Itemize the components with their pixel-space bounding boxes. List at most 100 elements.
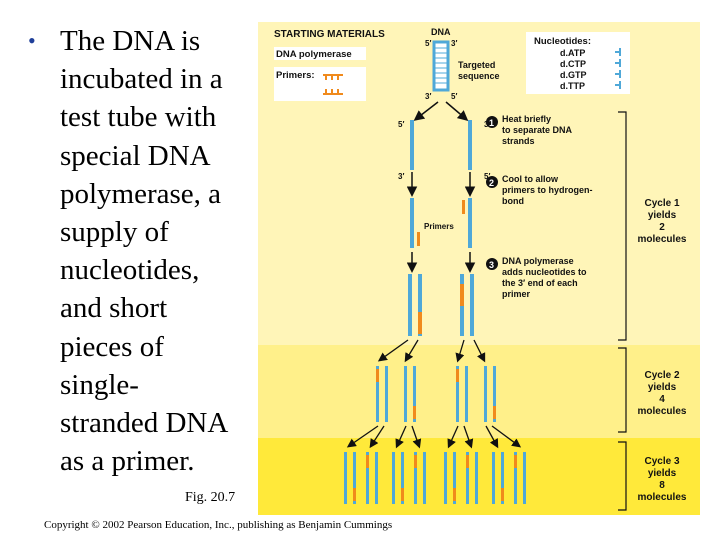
cycle-1-molecule-right (460, 274, 474, 336)
arrow-split-left (413, 101, 439, 121)
strand-right-single (468, 120, 472, 170)
cycle-3-label-line-1: Cycle 3 (644, 456, 679, 467)
strand-right-5prime: 5′ (484, 172, 490, 181)
dna-polymerase-box (274, 47, 366, 60)
cycle-1-label-line-3: 2 (659, 222, 665, 233)
cycle-1-label-line-1: Cycle 1 (644, 198, 679, 209)
cycle-2-label-line-1: Cycle 2 (644, 370, 679, 381)
cycle-3-label-line-4: molecules (638, 492, 687, 503)
nucleotides-box (526, 32, 630, 94)
bullet-text: The DNA is incubated in a test tube with… (60, 25, 229, 478)
strand-left-single (410, 120, 414, 170)
step-3-badge (486, 258, 498, 270)
nucleotides-title: Nucleotides: (534, 36, 591, 47)
strand-right-with-primer (468, 198, 472, 248)
step-2-line-2: primers to hydrogen- (502, 185, 593, 195)
targeted-sequence-label-2: sequence (458, 71, 500, 81)
step-2-number: 2 (489, 178, 494, 188)
cycle-2-band (258, 345, 700, 438)
strand-left-3prime: 3′ (398, 172, 404, 181)
cycle-3-band (258, 438, 700, 515)
nucleotide-dgtp: d.GTP (560, 70, 587, 80)
step-2-line-1: Cool to allow (502, 174, 559, 184)
cycle-2-label-line-4: molecules (638, 406, 687, 417)
bullet-dot-icon: • (28, 28, 36, 53)
dna-bottom-3prime: 3′ (425, 92, 431, 101)
cycle-3-molecule-5 (444, 452, 456, 504)
step-2-line-3: bond (502, 196, 524, 206)
arrow-split-right (445, 101, 469, 121)
arrow-cycle2-1 (377, 339, 409, 362)
arrow-cycle3-1 (346, 425, 379, 448)
step-3-line-3: the 3′ end of each (502, 278, 578, 288)
cycle-1-molecule-left (408, 274, 422, 336)
dna-top-3prime: 3′ (451, 39, 457, 48)
primer-left (417, 232, 420, 246)
arrow-cycle3-4 (411, 425, 422, 449)
copyright-notice: Copyright © 2002 Pearson Education, Inc.… (44, 519, 393, 531)
dna-polymerase-label: DNA polymerase (276, 49, 352, 60)
pcr-diagram: STARTING MATERIALS DNA polymerase Primer… (258, 22, 700, 515)
arrow-cycle3-5 (447, 425, 459, 449)
primer-right (462, 200, 465, 214)
arrow-cycle2-3 (455, 339, 465, 363)
cycle-3-molecules (344, 425, 526, 504)
dna-rungs (435, 47, 447, 84)
arrow-cycle3-3 (395, 425, 407, 449)
cycle-2-molecule-3 (456, 366, 468, 422)
cycle-2-molecule-4 (484, 366, 496, 422)
step-1-line-2: to separate DNA (502, 125, 573, 135)
nucleotide-dctp: d.CTP (560, 59, 586, 69)
figure-label: Fig. 20.7 (185, 490, 236, 505)
arrow-cycle3-8 (491, 425, 522, 448)
arrow-cycle2-2 (404, 339, 419, 363)
primer-icon-1 (323, 74, 343, 80)
dna-title: DNA (431, 27, 451, 37)
cycle-1-label-line-2: yields (648, 210, 677, 221)
cycle-3-label-line-3: 8 (659, 480, 665, 491)
cycle-3-bracket (618, 441, 627, 511)
arrow-cycle3-7 (485, 425, 499, 449)
dna-top-5prime: 5′ (425, 39, 431, 48)
cycle-2-label-line-2: yields (648, 382, 677, 393)
step-1-number: 1 (489, 118, 494, 128)
primers-material-label: Primers: (276, 70, 315, 81)
cycle-2-bracket (618, 347, 627, 433)
step-1-badge (486, 116, 498, 128)
cycle-3-molecule-6 (466, 452, 478, 504)
cycle-1-bracket (618, 111, 627, 341)
step-3-number: 3 (489, 260, 494, 270)
step-1-line-1: Heat briefly (502, 114, 551, 124)
dna-bottom-5prime: 5′ (451, 92, 457, 101)
cycle-2-molecule-2 (404, 366, 416, 422)
arrow-cycle3-6 (463, 425, 474, 449)
nucleotide-datp: d.ATP (560, 48, 585, 58)
targeted-sequence-label-1: Targeted (458, 60, 495, 70)
cycle-3-molecule-4 (414, 452, 426, 504)
bullet-point: • The DNA is incubated in a test tube wi… (28, 22, 260, 480)
cycle-2-molecules (376, 339, 496, 422)
step-2-badge (486, 176, 498, 188)
cycle-2-label-line-3: 4 (659, 394, 665, 405)
step-3-line-4: primer (502, 289, 531, 299)
strand-left-5prime: 5′ (398, 120, 404, 129)
cycle-3-molecule-1 (344, 452, 356, 504)
cycle-1-label-line-4: molecules (638, 234, 687, 245)
cycle-2-molecule-1 (376, 366, 388, 422)
step-3-line-1: DNA polymerase (502, 256, 574, 266)
cycle-3-label-line-2: yields (648, 468, 677, 479)
cycle-3-molecule-2 (366, 452, 378, 504)
primers-box (274, 67, 366, 101)
starting-materials-title: STARTING MATERIALS (274, 29, 385, 40)
cycle-3-molecule-7 (492, 452, 504, 504)
step-3-line-2: adds nucleotides to (502, 267, 587, 277)
primers-pointer-label: Primers (424, 222, 454, 231)
arrow-cycle2-4 (473, 339, 486, 363)
cycle-3-molecule-8 (514, 452, 526, 504)
cycle-3-molecule-3 (392, 452, 404, 504)
nucleotide-icons (615, 48, 621, 89)
strand-left-with-primer (410, 198, 414, 248)
arrow-cycle3-2 (369, 425, 385, 449)
primer-icon-2 (323, 89, 343, 95)
nucleotide-dttp: d.TTP (560, 81, 585, 91)
